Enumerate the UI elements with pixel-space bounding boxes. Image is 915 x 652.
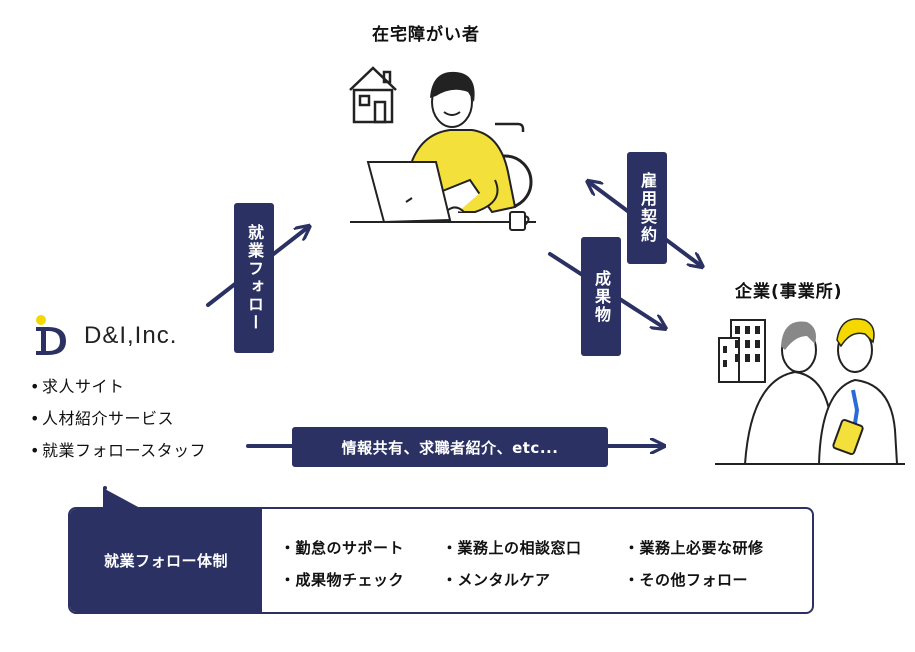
support-item: ・業務上必要な研修: [624, 539, 764, 557]
company-logo-text: D&I,Inc.: [84, 322, 178, 349]
company-illustration: [715, 318, 905, 465]
service-item: 人材紹介サービス: [30, 403, 206, 435]
laptop-icon: [350, 161, 452, 224]
support-item: ・その他フォロー: [624, 571, 749, 589]
employment-label: 雇用契約: [627, 152, 667, 264]
deliverables-label: 成果物: [581, 237, 621, 356]
mug-icon: [509, 211, 530, 231]
service-item: 就業フォロースタッフ: [30, 435, 206, 467]
support-heading: 就業フォロー体制: [70, 509, 262, 612]
support-item: ・業務上の相談窓口: [442, 539, 582, 557]
house-icon: [349, 66, 397, 124]
support-structure-box: 就業フォロー体制 ・勤怠のサポート ・業務上の相談窓口 ・業務上必要な研修 ・成…: [68, 507, 814, 614]
building-icon: [718, 319, 766, 383]
info-label: 情報共有、求職者紹介、etc...: [292, 427, 608, 467]
worker-illustration: [349, 66, 536, 231]
service-item: 求人サイト: [30, 371, 206, 403]
company-title: 企業(事業所): [735, 282, 843, 302]
follow-label: 就業フォロー: [234, 203, 274, 353]
support-item: ・勤怠のサポート: [280, 539, 405, 557]
d-and-i-logo-icon: [36, 315, 66, 355]
worker-title: 在宅障がい者: [372, 25, 480, 45]
support-item: ・成果物チェック: [280, 571, 405, 589]
support-item: ・メンタルケア: [442, 571, 551, 589]
services-list: 求人サイト 人材紹介サービス 就業フォロースタッフ: [30, 371, 206, 467]
